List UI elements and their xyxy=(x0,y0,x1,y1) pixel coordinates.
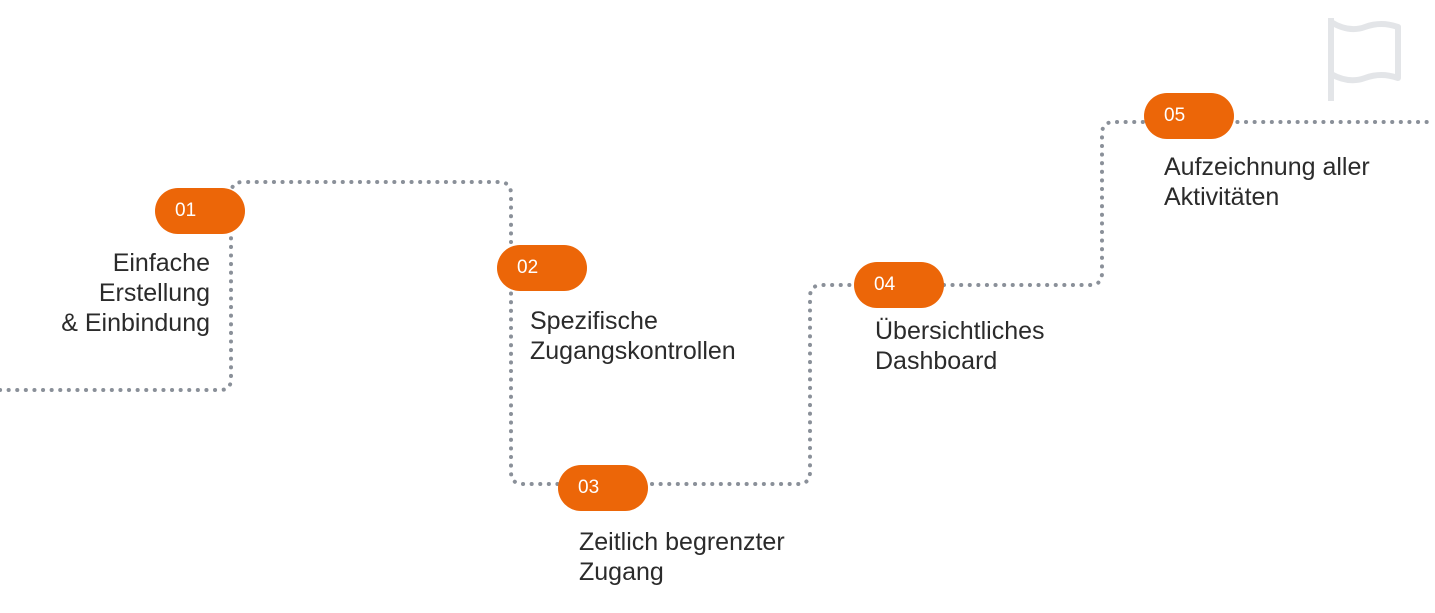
step-4-label-line: Dashboard xyxy=(875,347,998,375)
step-2-label: Spezifische Zugangskontrollen xyxy=(530,306,736,366)
step-5-label-line: Aktivitäten xyxy=(1164,183,1280,211)
step-1-label-line: & Einbindung xyxy=(61,309,210,337)
step-4-label: Übersichtliches Dashboard xyxy=(875,316,1045,376)
flag-icon xyxy=(1328,18,1401,101)
step-5-label: Aufzeichnung aller Aktivitäten xyxy=(1164,152,1370,212)
step-5-badge: 05 xyxy=(1144,93,1234,139)
step-1-label-line: Erstellung xyxy=(98,279,210,307)
step-3-label-line: Zugang xyxy=(579,558,664,586)
step-2-label-line: Spezifische xyxy=(530,307,658,335)
step-4-badge: 04 xyxy=(854,262,944,308)
step-4-label-line: Übersichtliches xyxy=(875,317,1045,345)
dotted-path xyxy=(0,120,1435,486)
step-3-label: Zeitlich begrenzter Zugang xyxy=(579,527,785,587)
step-2-label-line: Zugangskontrollen xyxy=(530,337,736,365)
step-3-badge: 03 xyxy=(558,465,648,511)
step-1-label: Einfache Erstellung & Einbindung xyxy=(61,248,210,338)
step-5-label-line: Aufzeichnung aller xyxy=(1164,153,1370,181)
step-2-badge: 02 xyxy=(497,245,587,291)
step-3-label-line: Zeitlich begrenzter xyxy=(579,528,785,556)
step-1-badge: 01 xyxy=(155,188,245,234)
step-1-label-line: Einfache xyxy=(112,249,210,277)
